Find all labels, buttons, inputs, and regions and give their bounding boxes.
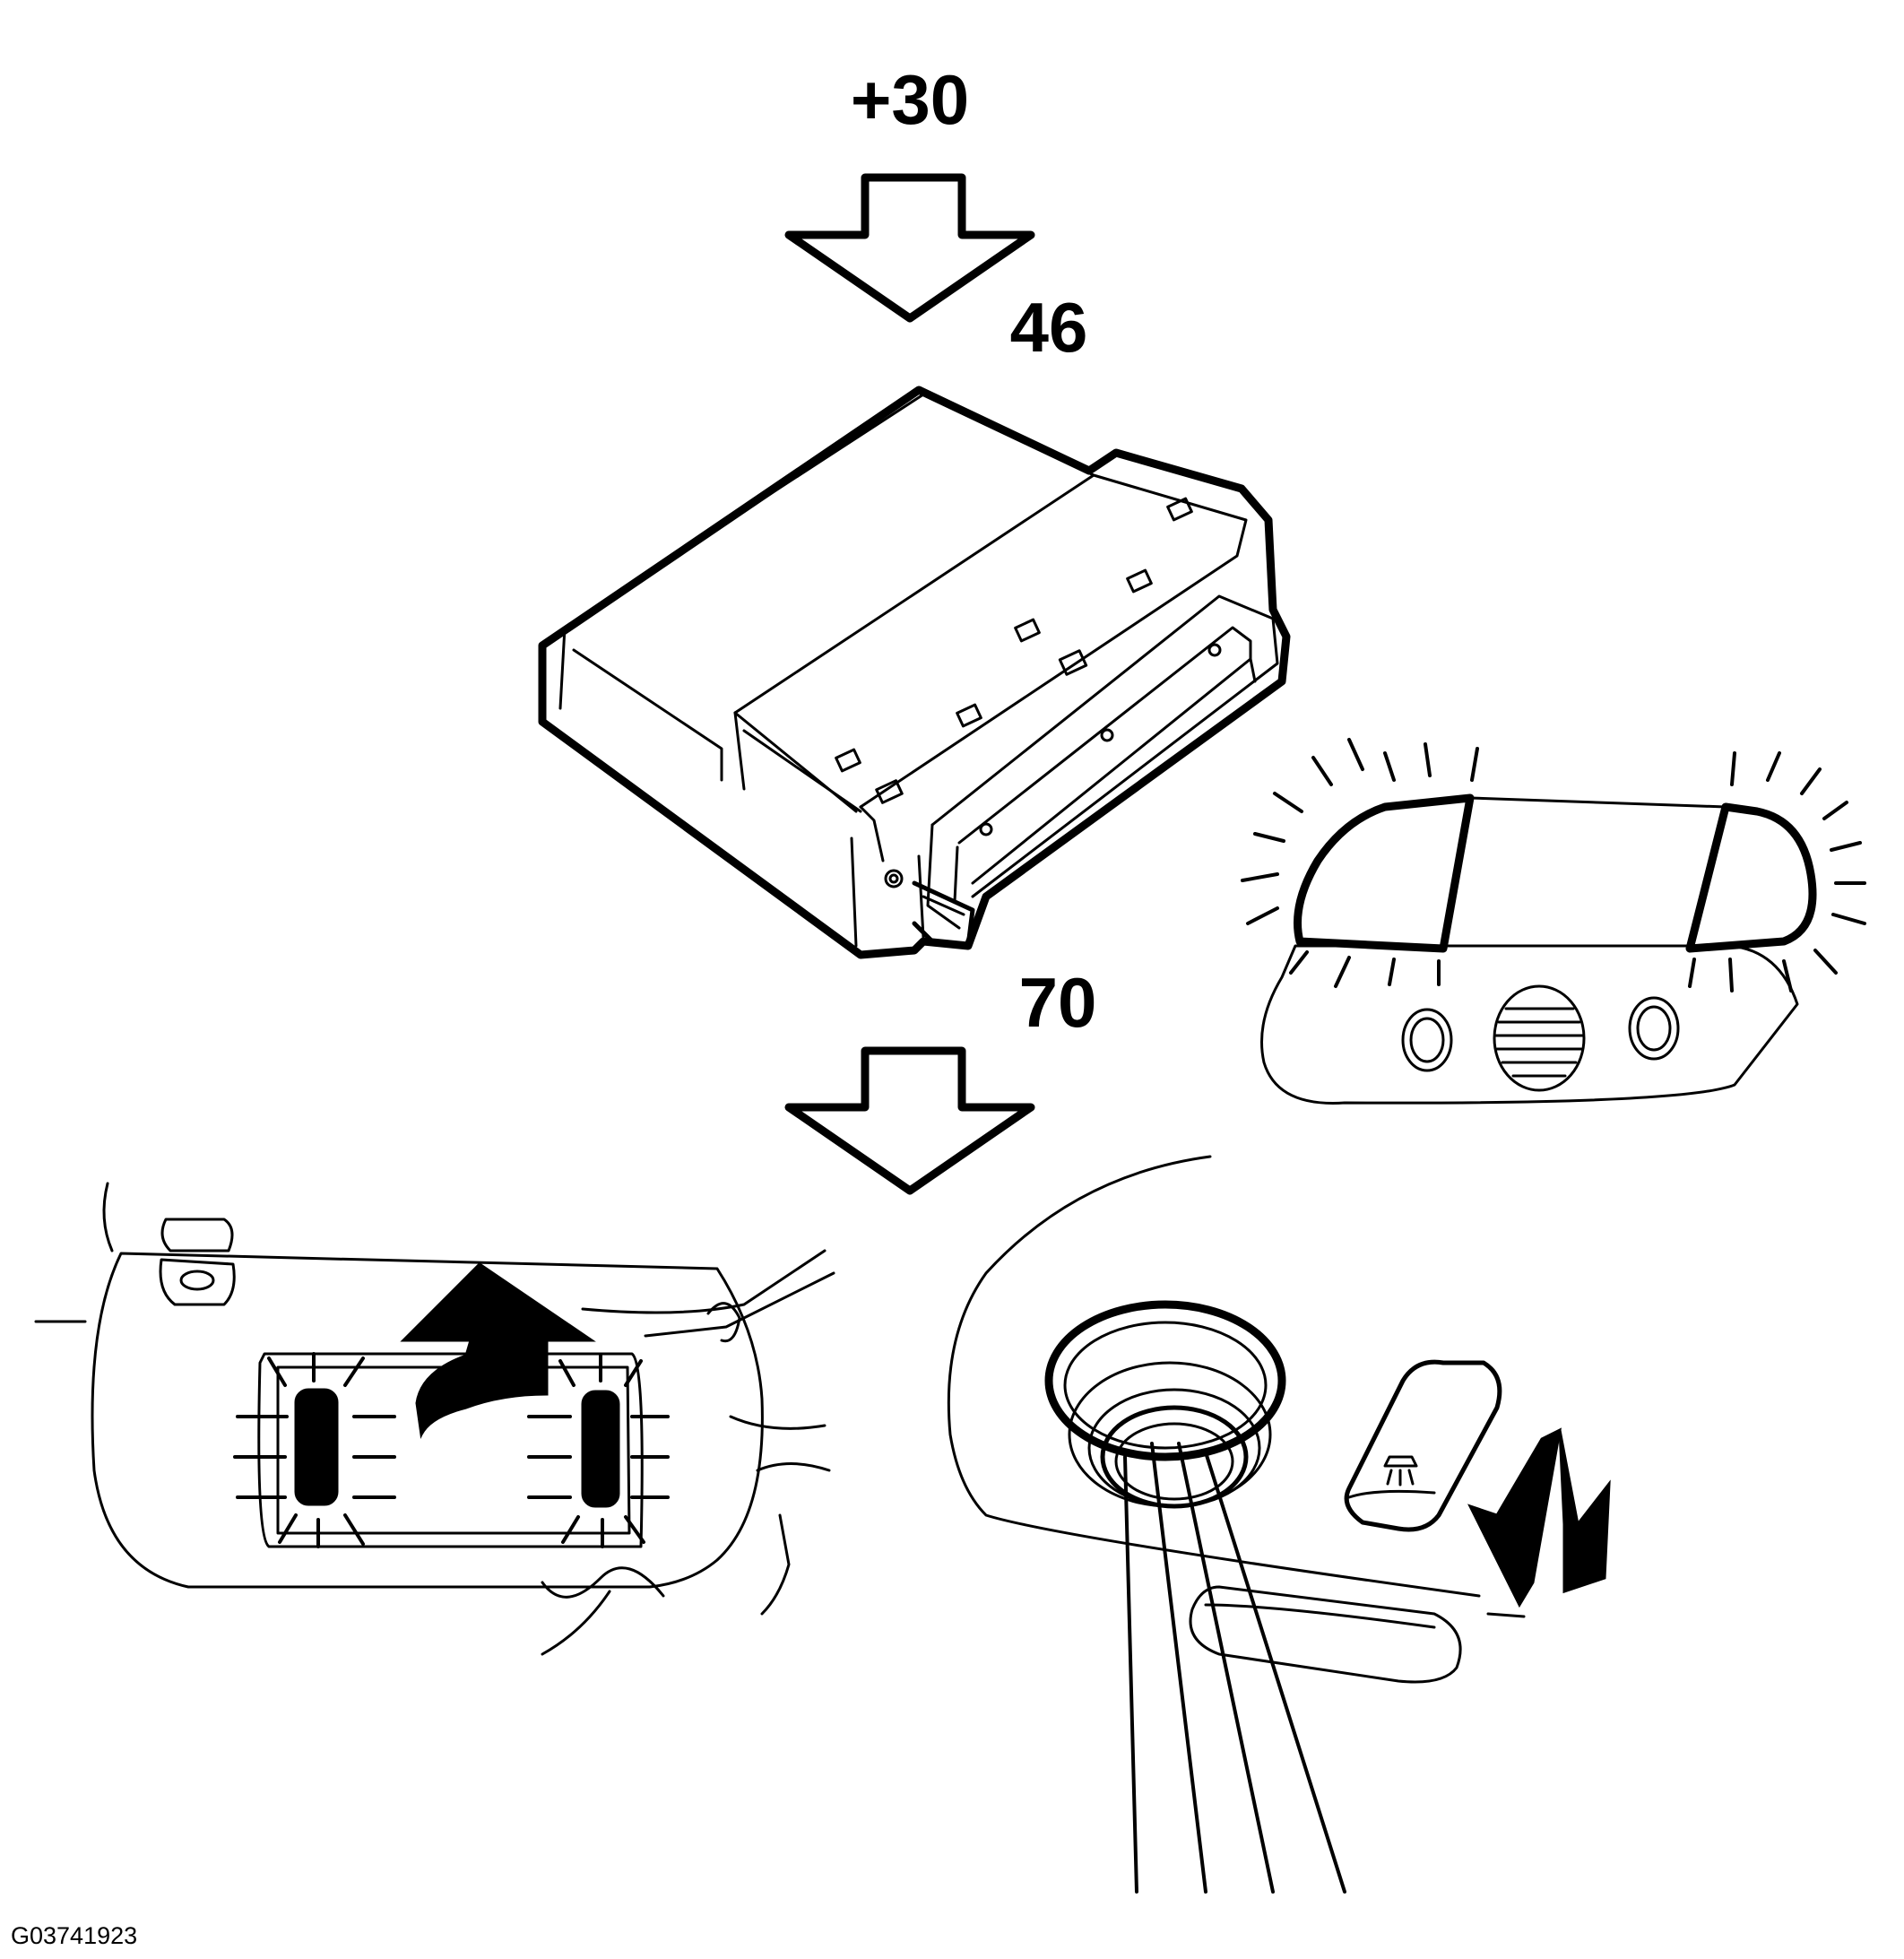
label-module-upper: 46 xyxy=(1010,288,1088,367)
label-module-lower: 70 xyxy=(1019,963,1097,1042)
reading-lamp-switch xyxy=(947,1155,1611,1894)
reference-code: G03741923 xyxy=(11,1922,137,1949)
arrow-out-icon xyxy=(784,1046,1035,1195)
speaker-grille-icon xyxy=(1493,1007,1585,1078)
open-cover-arrow-icon xyxy=(400,1262,596,1439)
control-module xyxy=(538,386,1291,959)
courtesy-lamp xyxy=(1241,738,1866,1105)
press-arrow-icon xyxy=(1467,1427,1611,1608)
light-rays-left-icon xyxy=(1241,738,1479,988)
reading-light-beam-icon xyxy=(1123,1442,1346,1894)
light-rays-right-icon xyxy=(1688,751,1866,993)
light-rays-visor-left-icon xyxy=(233,1352,396,1548)
reading-lamp-icon xyxy=(1383,1455,1418,1487)
vanity-mirror-lamps xyxy=(34,1182,835,1656)
arrow-in-icon xyxy=(784,173,1035,323)
light-rays-visor-right-icon xyxy=(527,1354,670,1548)
label-supply: +30 xyxy=(851,60,969,139)
